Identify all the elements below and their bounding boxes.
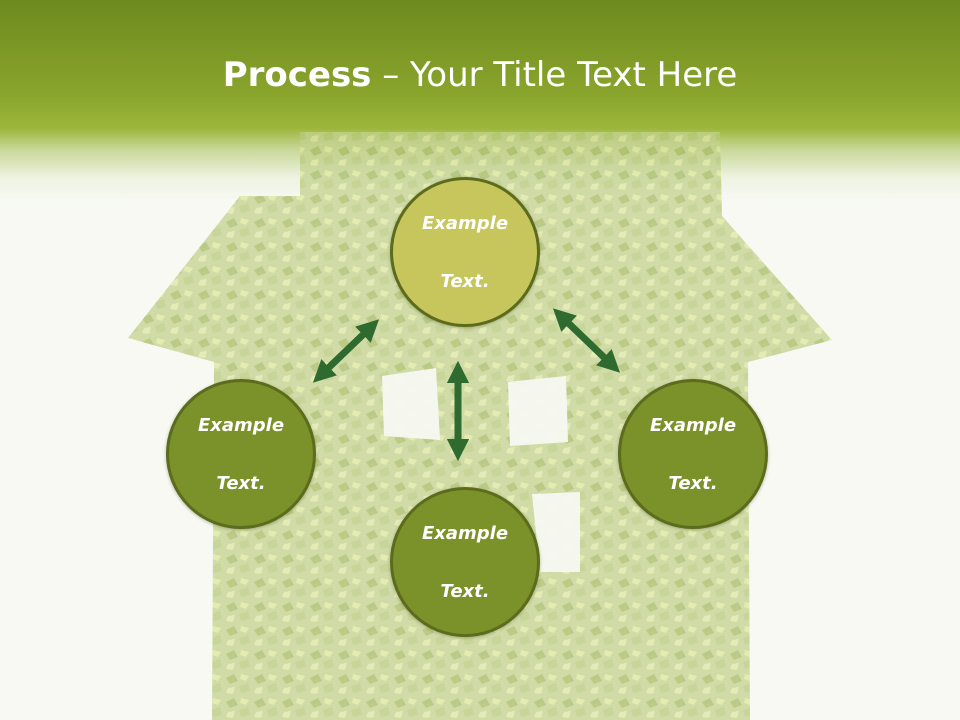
node-top-line2: Text. [440, 270, 490, 292]
node-left-line2: Text. [216, 472, 266, 494]
arrow-top-right [552, 308, 621, 373]
node-left-line1: Example [197, 414, 285, 436]
arrow-top-left [312, 319, 380, 383]
page-title: Process – Your Title Text Here [0, 52, 960, 98]
title-bold: Process [222, 55, 372, 95]
node-right-line1: Example [649, 414, 737, 436]
node-top-line1: Example [421, 212, 509, 234]
node-bottom-line2: Text. [440, 580, 490, 602]
node-bottom-line1: Example [421, 522, 509, 544]
title-rest: – Your Title Text Here [371, 55, 738, 95]
node-right-line2: Text. [668, 472, 718, 494]
